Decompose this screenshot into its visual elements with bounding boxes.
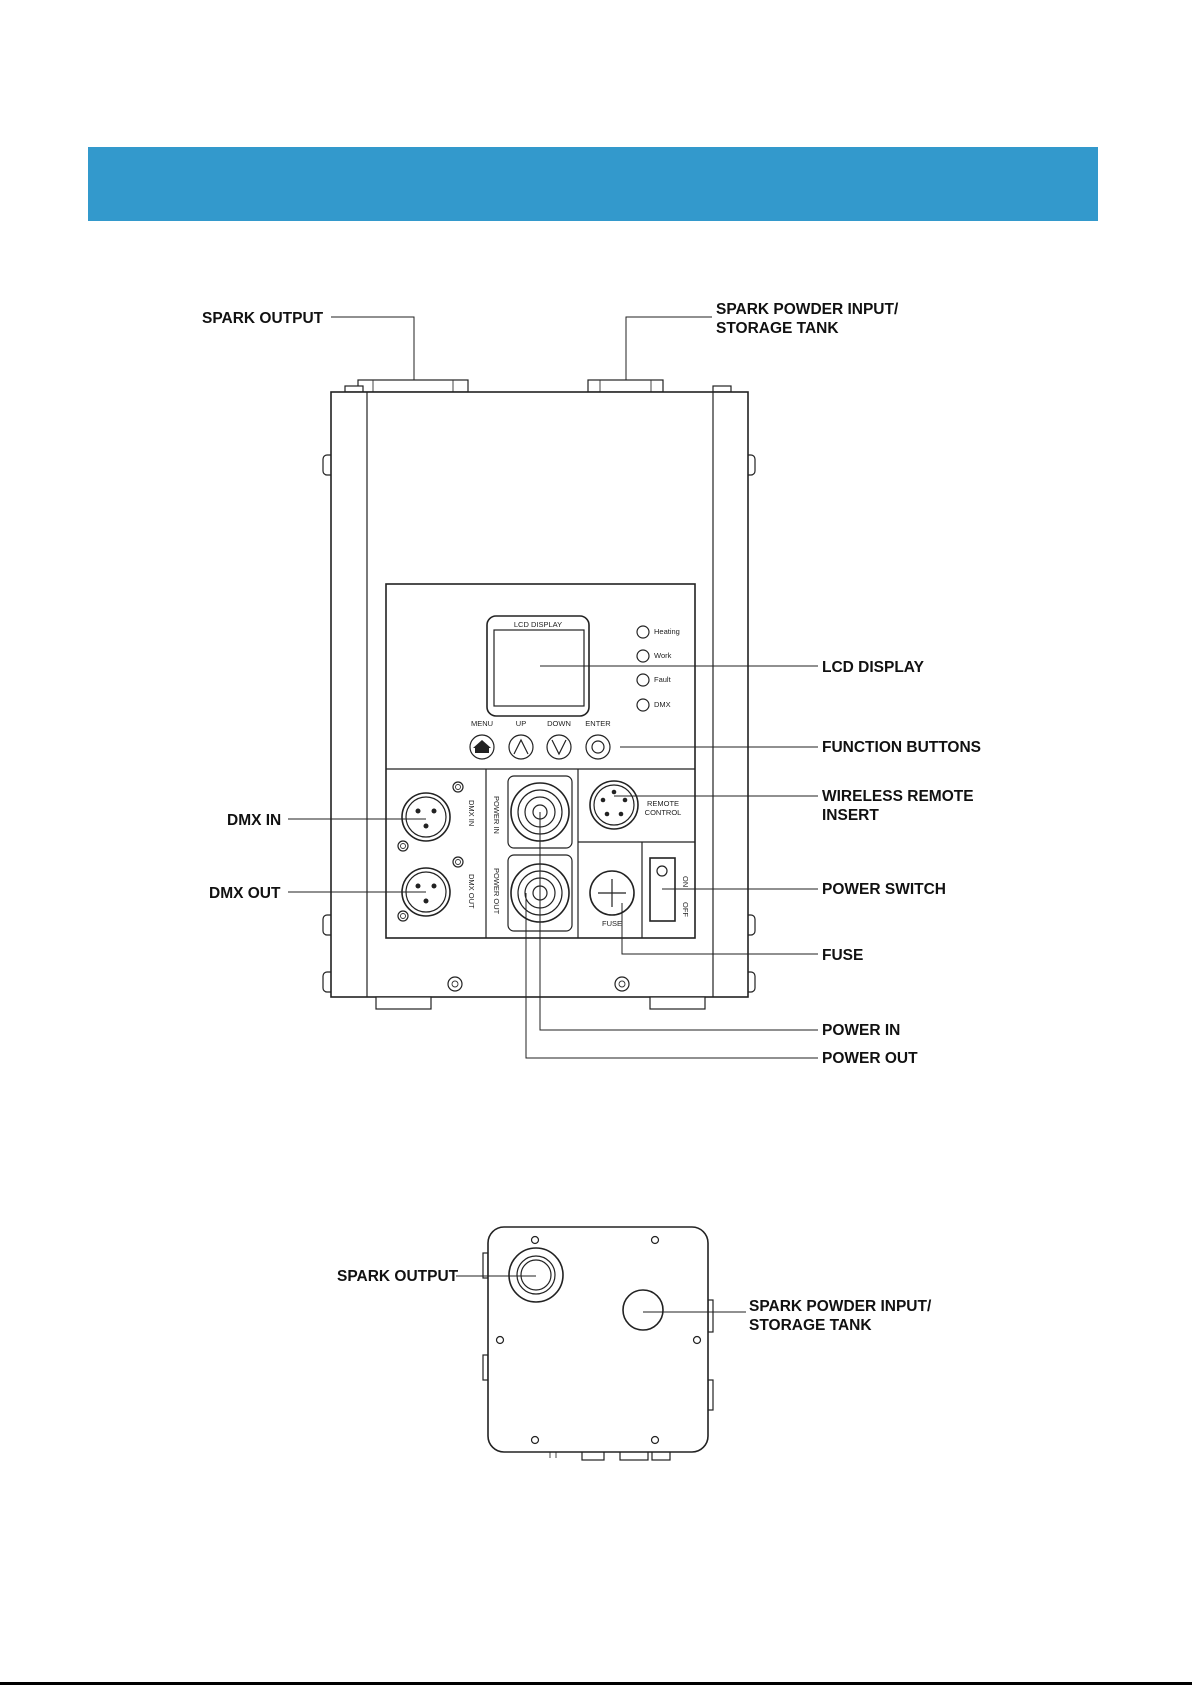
spark-output-nozzle: [357, 379, 469, 393]
callout-function-buttons: FUNCTION BUTTONS: [822, 739, 981, 756]
callout-power-out: POWER OUT: [822, 1050, 918, 1067]
switch-off-label: OFF: [681, 902, 690, 917]
callout-wireless-remote-line1: WIRELESS REMOTE: [822, 788, 974, 805]
chevron-up-icon: [513, 738, 529, 755]
callout-power-in: POWER IN: [822, 1022, 900, 1039]
indicator-dmx-label: DMX: [654, 700, 671, 709]
chevron-down-icon: [551, 739, 567, 756]
lcd-panel-label: LCD DISPLAY: [514, 620, 562, 629]
circle-icon: [591, 740, 605, 754]
dmx-out-panel-label: DMX OUT: [467, 874, 476, 909]
enter-button[interactable]: [585, 734, 611, 760]
function-buttons: MENU UP DOWN ENTER: [469, 719, 611, 760]
indicator-fault-label: Fault: [654, 675, 672, 684]
remote-control-socket: REMOTE CONTROL: [589, 780, 682, 830]
side-tabs: [322, 454, 756, 993]
power-in-panel-label: POWER IN: [492, 796, 501, 834]
fault-led-icon: [636, 673, 650, 687]
powder-input-cap: [622, 1289, 664, 1331]
top-callout-powder-input-line1: SPARK POWDER INPUT/: [749, 1298, 932, 1315]
callout-dmx-in: DMX IN: [227, 812, 281, 829]
button-up-label: UP: [516, 719, 526, 728]
power-out-panel-label: POWER OUT: [492, 868, 501, 915]
callout-dmx-out: DMX OUT: [209, 885, 281, 902]
indicator-work-label: Work: [654, 651, 672, 660]
dmx-led-icon: [636, 698, 650, 712]
dmx-in-panel-label: DMX IN: [467, 800, 476, 826]
bottom-rule: [0, 1682, 1192, 1685]
switch-on-label: ON: [681, 876, 690, 887]
top-view-screws: [495, 1235, 702, 1445]
section-header-banner: [88, 147, 1098, 221]
leader-lines: [288, 316, 818, 1059]
plus-icon: [598, 879, 626, 907]
foot-right: [649, 996, 706, 1010]
lcd-screen: [493, 629, 585, 707]
button-enter-label: ENTER: [585, 719, 611, 728]
callout-spark-output: SPARK OUTPUT: [202, 310, 324, 327]
callout-lcd-display: LCD DISPLAY: [822, 659, 925, 676]
fuse-panel-label: FUSE: [602, 919, 622, 928]
home-icon: [473, 740, 491, 748]
top-callout-powder-input-line2: STORAGE TANK: [749, 1317, 872, 1334]
callout-powder-input-line1: SPARK POWDER INPUT/: [716, 301, 899, 318]
status-indicators: Heating Work Fault DMX: [636, 625, 680, 712]
down-button[interactable]: [546, 734, 572, 760]
front-view: LCD DISPLAY Heating Work Fault DMX MENU …: [202, 301, 981, 1067]
fuse-holder: FUSE: [589, 870, 635, 928]
button-menu-label: MENU: [471, 719, 493, 728]
dmx-in-connector: DMX IN: [397, 781, 476, 852]
top-callout-spark-output: SPARK OUTPUT: [337, 1268, 459, 1285]
callout-fuse: FUSE: [822, 947, 863, 964]
powder-input-nozzle: [587, 379, 664, 393]
top-view: SPARK OUTPUT SPARK POWDER INPUT/ STORAGE…: [337, 1226, 932, 1461]
heating-led-icon: [636, 625, 650, 639]
remote-panel-label-line2: CONTROL: [645, 808, 682, 817]
foot-left: [375, 996, 432, 1010]
callout-wireless-remote-line2: INSERT: [822, 807, 879, 824]
up-button[interactable]: [508, 734, 534, 760]
callout-power-switch: POWER SWITCH: [822, 881, 946, 898]
button-down-label: DOWN: [547, 719, 571, 728]
remote-panel-label-line1: REMOTE: [647, 799, 679, 808]
callout-powder-input-line2: STORAGE TANK: [716, 320, 839, 337]
indicator-heating-label: Heating: [654, 627, 680, 636]
work-led-icon: [636, 649, 650, 663]
